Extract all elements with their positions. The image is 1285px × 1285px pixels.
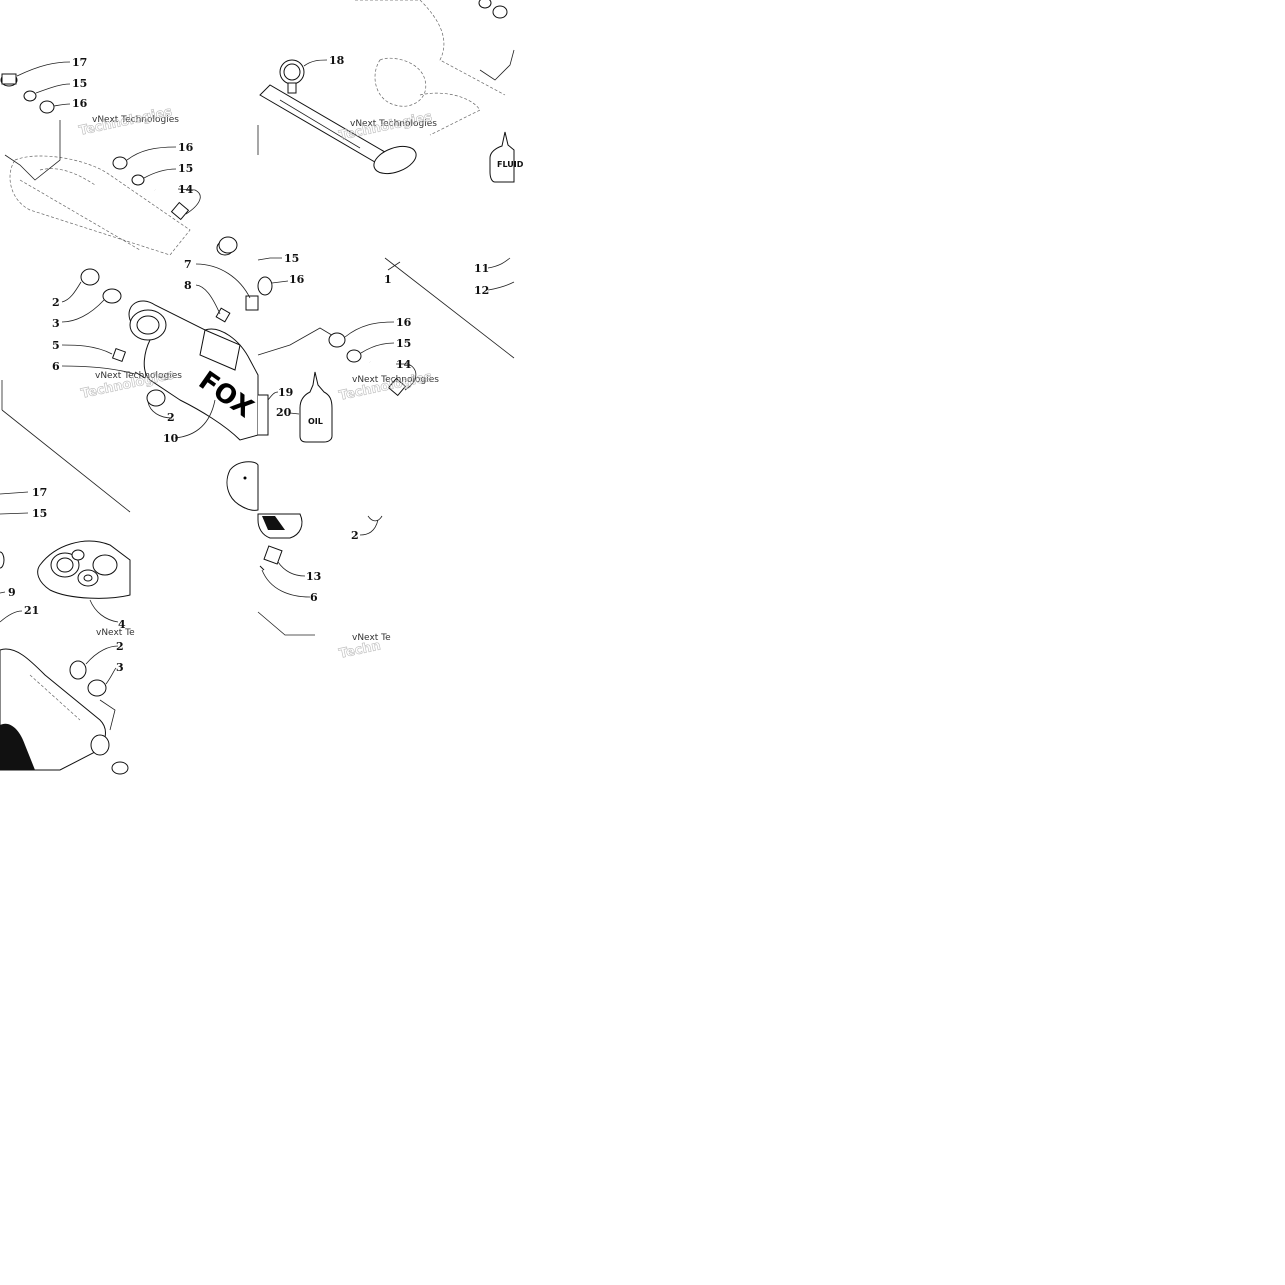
callout-5: 5 — [52, 339, 60, 352]
callout-3: 3 — [116, 661, 124, 674]
watermark-text: vNext Te — [352, 633, 391, 643]
callout-14: 14 — [178, 183, 194, 196]
callout-6: 6 — [310, 591, 318, 604]
callout-3: 3 — [52, 317, 60, 330]
watermark-text: Technologies — [338, 109, 434, 143]
ring-2-bottom[interactable] — [69, 660, 87, 680]
tile-middle-right: 1 11 12 — [384, 257, 515, 359]
callout-2: 2 — [167, 411, 175, 424]
fluid-label: FLUID — [497, 160, 524, 169]
watermark-text: vNext Technologies — [95, 371, 182, 381]
watermark-text: Technologies — [78, 104, 174, 138]
watermark-text: vNext Technologies — [352, 375, 439, 385]
seal-kit-4[interactable] — [37, 540, 131, 599]
tile-middle-middle: 15 16 16 15 14 19 OIL 20 vNext Technolog… — [257, 252, 439, 443]
watermark-text: vNext Te — [96, 628, 135, 638]
callout-1: 1 — [384, 273, 392, 286]
ring-16-upper[interactable] — [257, 276, 273, 296]
callout-9: 9 — [8, 586, 16, 599]
callout-15: 15 — [32, 507, 47, 520]
callout-17: 17 — [72, 56, 87, 69]
callout-15: 15 — [72, 77, 87, 90]
tile-bottom-middle: 2 13 6 vNext Te Techn — [226, 461, 391, 662]
oil-label: OIL — [308, 417, 323, 426]
bolt-14-top[interactable] — [153, 188, 190, 221]
bushing-15-right[interactable] — [346, 349, 362, 363]
bushing-15-mid[interactable] — [131, 174, 145, 186]
ring-16-right[interactable] — [328, 332, 346, 348]
callout-4: 4 — [118, 618, 126, 631]
callout-8: 8 — [184, 279, 192, 292]
shock-absorber-body[interactable]: FOX — [128, 300, 259, 441]
watermark-text: vNext Technologies — [92, 115, 179, 125]
valve-7[interactable] — [245, 295, 259, 311]
ring-16-top[interactable] — [39, 100, 55, 114]
callout-10: 10 — [163, 432, 179, 445]
tile-middle-left: FOX 2 3 5 6 2 10 7 8 vNext Te — [1, 236, 259, 513]
bolt-14-right[interactable] — [368, 360, 407, 397]
ring-16-mid[interactable] — [112, 156, 128, 170]
callout-21: 21 — [24, 604, 39, 617]
callout-2: 2 — [116, 640, 124, 653]
callout-15: 15 — [178, 162, 193, 175]
callout-16: 16 — [178, 141, 194, 154]
callout-16: 16 — [396, 316, 412, 329]
tile-bottom-left: 17 15 4 9 21 2 3 vNext — [0, 486, 135, 775]
fitting-8[interactable] — [215, 307, 231, 323]
spacer-5[interactable] — [111, 347, 127, 363]
callout-12: 12 — [474, 284, 489, 297]
tile-top-middle: 18 FLUID vNext Technologies Technologies — [257, 0, 524, 183]
pressure-gauge-18[interactable] — [259, 59, 420, 179]
tile-top-left: 17 15 16 16 15 14 vNext Technologies Tec… — [0, 56, 234, 256]
ring-2-lower[interactable] — [146, 389, 166, 407]
watermark-text: Techn — [338, 638, 382, 661]
ring-2[interactable] — [80, 268, 100, 286]
oil-bottle-20[interactable]: OIL — [299, 371, 333, 443]
callout-19: 19 — [278, 386, 293, 399]
callout-14: 14 — [396, 358, 412, 371]
callout-18: 18 — [329, 54, 345, 67]
callout-16: 16 — [289, 273, 305, 286]
bushing-15-top[interactable] — [23, 90, 37, 102]
callout-6: 6 — [52, 360, 60, 373]
fluid-bottle[interactable]: FLUID — [489, 131, 524, 183]
callout-15: 15 — [396, 337, 411, 350]
callout-2: 2 — [52, 296, 60, 309]
callout-20: 20 — [276, 406, 292, 419]
callout-11: 11 — [474, 262, 489, 275]
watermark-text: vNext Technologies — [350, 119, 437, 129]
callout-7: 7 — [184, 258, 192, 271]
bushing-3[interactable] — [102, 288, 122, 304]
spacer-13[interactable] — [263, 545, 283, 565]
bushing-3-bottom[interactable] — [87, 679, 107, 697]
callout-2: 2 — [351, 529, 359, 542]
callout-13: 13 — [306, 570, 321, 583]
callout-17: 17 — [32, 486, 47, 499]
callout-16: 16 — [72, 97, 88, 110]
callout-15: 15 — [284, 252, 299, 265]
